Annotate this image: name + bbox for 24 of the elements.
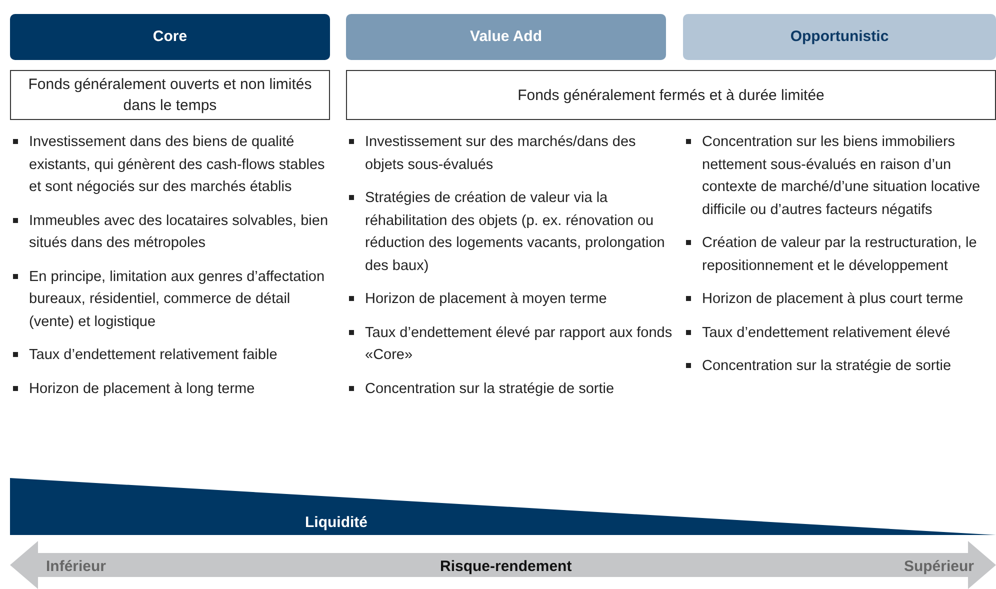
bullet-text: Horizon de placement à plus court terme bbox=[702, 290, 964, 309]
bullet-text: Concentration sur les biens immobiliers nettement sous-évalués en raison d’un contexte de marché/d’une situation locative difficile ou d’autres facteurs négatifs bbox=[702, 133, 982, 220]
bullet-text: Taux d’endettement relativement faible bbox=[29, 346, 278, 365]
bullet-text: Investissement dans des biens de qualité existants, qui génèrent des cash-flows stables et sont négociés sur des marchés établis bbox=[29, 133, 326, 197]
arrow-label: Supérieur bbox=[904, 557, 974, 577]
wedge-label: Liquidité bbox=[305, 513, 368, 533]
category-header: Opportunistic bbox=[683, 14, 996, 60]
fund-type-box: Fonds généralement ouverts et non limités dans le temps bbox=[10, 70, 330, 120]
arrow-label: Inférieur bbox=[46, 557, 106, 577]
bullet-text: Taux d’endettement relativement élevé bbox=[702, 324, 950, 342]
category-header: Value Add bbox=[346, 14, 666, 60]
bullet-text: Concentration sur la stratégie de sortie bbox=[365, 380, 614, 398]
bullet-text: Création de valeur par la restructuration, le repositionnement et le développement bbox=[702, 234, 978, 276]
bullet-text: Investissement sur des marchés/dans des objets sous-évalués bbox=[365, 133, 637, 174]
arrow-label: Risque-rendement bbox=[440, 557, 572, 577]
bullet-text: Horizon de placement à long terme bbox=[29, 380, 255, 398]
bullet-text: Stratégies de création de valeur via la réhabilitation des objets (p. ex. rénovation ou réduction des logements vacants, prolongation des baux) bbox=[365, 189, 666, 276]
bullet-text: Taux d’endettement élevé par rapport aux fonds «Core» bbox=[365, 324, 674, 365]
bullet-text: En principe, limitation aux genres d’affectation bureaux, résidentiel, commerce de détail (vente) et logistique bbox=[29, 268, 326, 332]
bullet-text: Horizon de placement à moyen terme bbox=[365, 290, 607, 309]
fund-type-box: Fonds généralement fermés et à durée limitée bbox=[346, 70, 996, 120]
bullet-text: Immeubles avec des locataires solvables, bien situés dans des métropoles bbox=[29, 212, 330, 253]
category-header: Core bbox=[10, 14, 330, 60]
bullet-text: Concentration sur la stratégie de sortie bbox=[702, 357, 952, 376]
